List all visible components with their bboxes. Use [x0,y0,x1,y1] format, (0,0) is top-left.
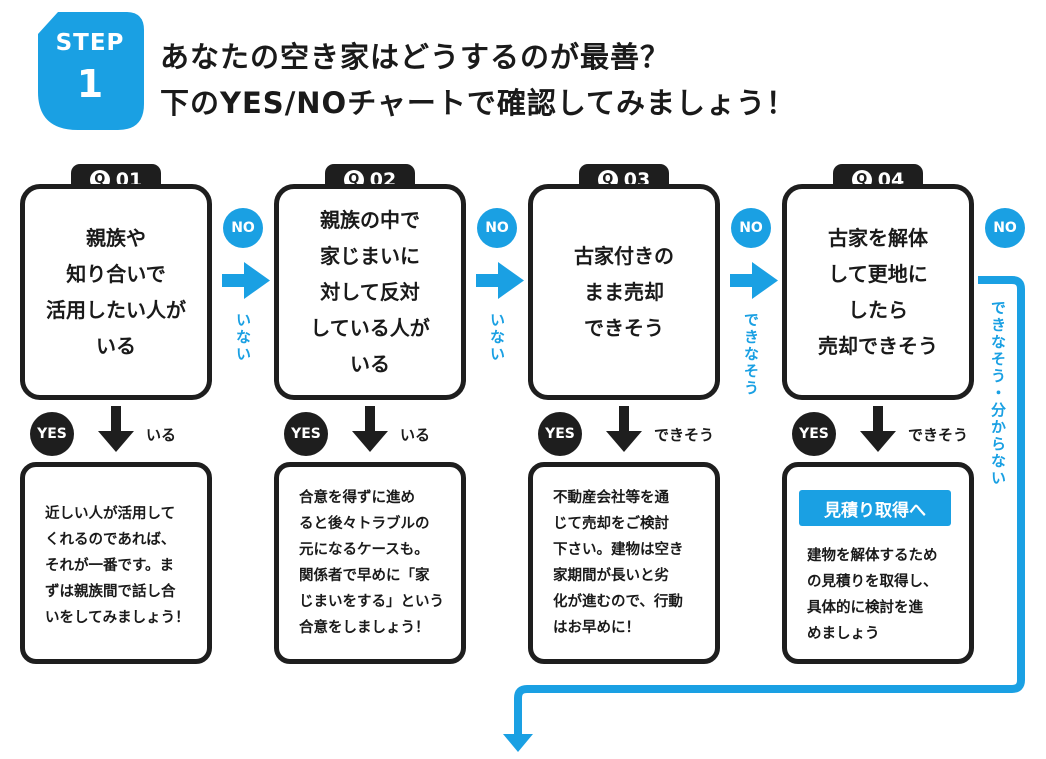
yes-answer-label: できそう [908,426,969,444]
yes-arrow-4-head [860,431,896,452]
question-text: 古家付きの まま売却 できそう [574,244,674,340]
yes-arrow-2-head [352,431,388,452]
no-badge: NO [223,208,263,248]
question-box-04: 古家を解体 して更地に したら 売却できそう [782,184,974,400]
yes-answer-label: できそう [654,426,715,444]
no-badge: NO [731,208,771,248]
no-flow-line [514,276,1025,745]
no-arrow-1-head [244,262,270,299]
yes-badge: YES [30,412,74,456]
question-box-03: 古家付きの まま売却 できそう [528,184,720,400]
no-answer-label: できなそう・分からない [989,300,1007,487]
no-answer-label: いない [234,312,252,363]
yes-arrow-2-shaft [365,406,375,436]
no-arrow-2-head [498,262,524,299]
headline-line1: あなたの空き家はどうするのが最善？ [160,40,671,74]
question-box-01: 親族や 知り合いで 活用したい人が いる [20,184,212,400]
yes-answer-label: いる [400,426,431,444]
question-text: 親族や 知り合いで 活用したい人が いる [46,226,186,358]
yes-answer-label: いる [146,426,177,444]
no-badge: NO [477,208,517,248]
yes-badge: YES [284,412,328,456]
step-badge [38,12,144,130]
step-word: STEP [55,30,125,56]
no-arrow-3-shaft [730,274,756,287]
no-answer-label: いない [488,312,506,363]
yes-arrow-4-shaft [873,406,883,436]
no-badge: NO [985,208,1025,248]
no-answer-label: できなそう [742,312,760,397]
question-box-02: 親族の中で 家じまいに 対して反対 している人が いる [274,184,466,400]
result-box-02: 合意を得ずに進め ると後々トラブルの 元になるケースも。 関係者で早めに「家 じ… [274,462,466,664]
result-text: 合意を得ずに進め ると後々トラブルの 元になるケースも。 関係者で早めに「家 じ… [299,490,444,636]
yes-badge: YES [792,412,836,456]
question-text: 親族の中で 家じまいに 対して反対 している人が いる [310,208,430,376]
no-flow-arrowhead [503,734,533,752]
yes-badge: YES [538,412,582,456]
yes-arrow-1-shaft [111,406,121,436]
get-estimate-button[interactable]: 見積り取得へ [799,490,951,526]
headline-line2: 下のYES/NOチャートで確認してみましょう！ [160,86,797,120]
result-box-01: 近しい人が活用して くれるのであれば、 それが一番です。ま ずは親族間で話し合 … [20,462,212,664]
yes-arrow-3-shaft [619,406,629,436]
result-text: 不動産会社等を通 じて売却をご検討 下さい。建物は空き 家期間が長いと劣 化が進… [553,490,684,636]
result-box-03: 不動産会社等を通 じて売却をご検討 下さい。建物は空き 家期間が長いと劣 化が進… [528,462,720,664]
result-text: 近しい人が活用して くれるのであれば、 それが一番です。ま ずは親族間で話し合 … [45,506,190,626]
no-arrow-1-shaft [222,274,248,287]
yes-arrow-1-head [98,431,134,452]
yes-arrow-3-head [606,431,642,452]
result-text: 建物を解体するため の見積りを取得し、 具体的に検討を進 めましょう [807,548,938,642]
no-arrow-2-shaft [476,274,502,287]
question-text: 古家を解体 して更地に したら 売却できそう [818,226,938,358]
no-arrow-3-head [752,262,778,299]
step-number: 1 [76,62,104,106]
